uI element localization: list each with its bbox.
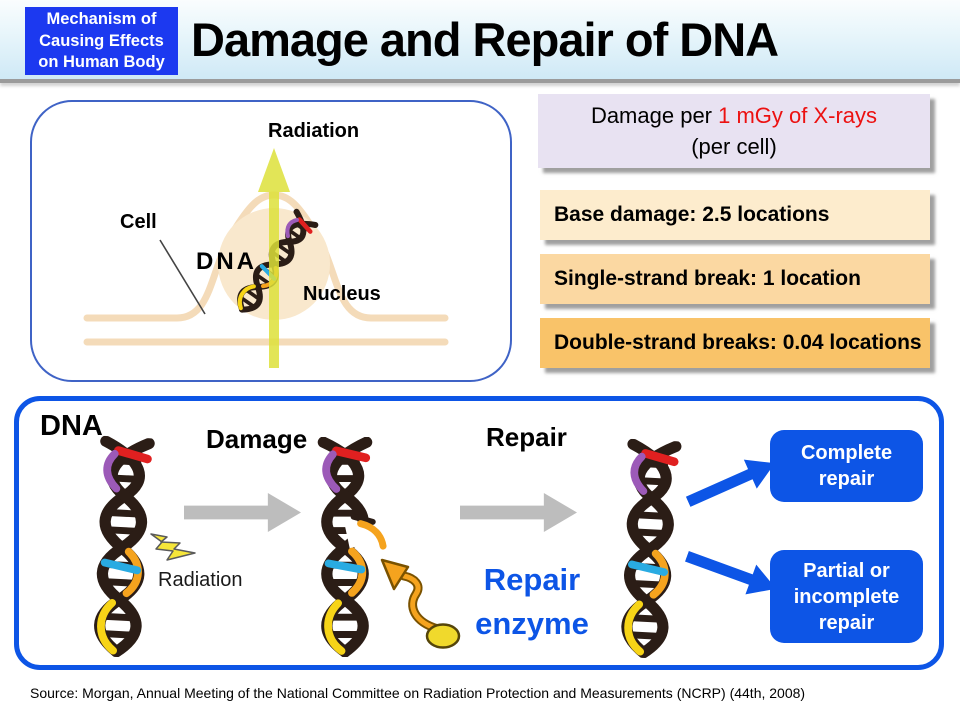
stat-box-double-strand: Double-strand breaks: 0.04 locations <box>540 318 930 368</box>
flow-radiation-label: Radiation <box>158 569 243 591</box>
dna-helix-damaged <box>299 437 387 657</box>
header-bar: Mechanism of Causing Effects on Human Bo… <box>0 0 960 83</box>
lightning-icon <box>150 533 196 561</box>
damage-arrow-icon <box>184 493 301 532</box>
dna-label: DNA <box>196 248 257 275</box>
repair-enzyme-line-2: enzyme <box>475 606 589 641</box>
badge-line-1: Mechanism of <box>46 10 157 28</box>
outcome-complete-repair: Complete repair <box>770 430 923 502</box>
repair-enzyme-label: Repair enzyme <box>456 558 608 646</box>
badge-line-2: Causing Effects <box>39 31 164 50</box>
flow-damage-label: Damage <box>206 424 308 454</box>
stat-box-single-strand: Single-strand break: 1 location <box>540 254 930 304</box>
cell-pointer-line <box>159 239 206 315</box>
repair-enzyme-line-1: Repair <box>483 562 581 597</box>
strand-break <box>344 513 387 550</box>
heading-prefix: Damage per <box>590 103 719 128</box>
flow-repair-label: Repair <box>486 422 567 452</box>
dna-helix-repaired <box>597 438 700 661</box>
category-badge: Mechanism of Causing Effects on Human Bo… <box>25 7 178 75</box>
repair-enzyme-icon <box>380 558 461 649</box>
cell-diagram-panel: Radiation Cell DNA Nucleus <box>30 100 512 382</box>
page-title: Damage and Repair of DNA <box>191 13 779 66</box>
source-citation: Source: Morgan, Annual Meeting of the Na… <box>30 685 806 701</box>
flow-dna-label: DNA <box>40 410 103 442</box>
heading-line-2: (per cell) <box>691 134 777 159</box>
badge-line-3: on Human Body <box>38 53 165 71</box>
repair-arrow-icon <box>460 493 577 532</box>
cell-label: Cell <box>120 211 157 233</box>
damage-stats-heading: Damage per 1 mGy of X-rays (per cell) <box>538 94 930 168</box>
heading-highlight: 1 mGy of X-rays <box>718 103 878 128</box>
heading-line-1: Damage per 1 mGy of X-rays <box>538 100 930 131</box>
stat-box-base-damage: Base damage: 2.5 locations <box>540 190 930 240</box>
radiation-label: Radiation <box>268 120 360 142</box>
cell-diagram-illustration <box>83 148 449 368</box>
radiation-arrow-icon <box>258 148 290 368</box>
nucleus-label: Nucleus <box>303 283 381 305</box>
outcome-partial-repair: Partial or incomplete repair <box>770 550 923 643</box>
